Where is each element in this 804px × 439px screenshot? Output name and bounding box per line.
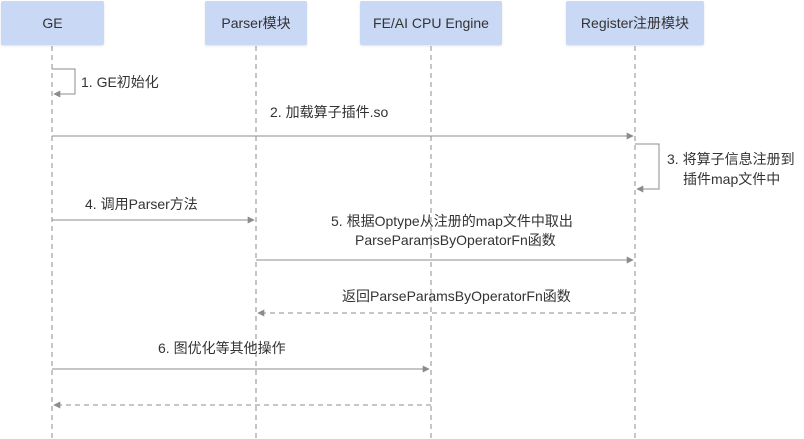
label-m5-line1: 5. 根据Optype从注册的map文件中取出 [331, 213, 573, 229]
label-m3-line2: 插件map文件中 [683, 171, 781, 187]
label-m6: 返回ParseParamsByOperatorFn函数 [342, 288, 571, 304]
label-m3-line1: 3. 将算子信息注册到 [667, 151, 795, 167]
label-m1: 1. GE初始化 [81, 74, 159, 90]
label-m7: 6. 图优化等其他操作 [158, 340, 286, 356]
arrow-m3 [635, 143, 660, 193]
label-m5-line2: ParseParamsByOperatorFn函数 [355, 232, 556, 248]
participant-ge: GE [1, 1, 104, 45]
label-m4: 4. 调用Parser方法 [85, 196, 198, 212]
participant-register: Register注册模块 [566, 1, 704, 45]
arrow-m1 [52, 68, 76, 98]
participant-engine: FE/AI CPU Engine [360, 1, 502, 45]
label-m2: 2. 加载算子插件.so [270, 104, 389, 120]
participant-parser: Parser模块 [205, 1, 307, 45]
